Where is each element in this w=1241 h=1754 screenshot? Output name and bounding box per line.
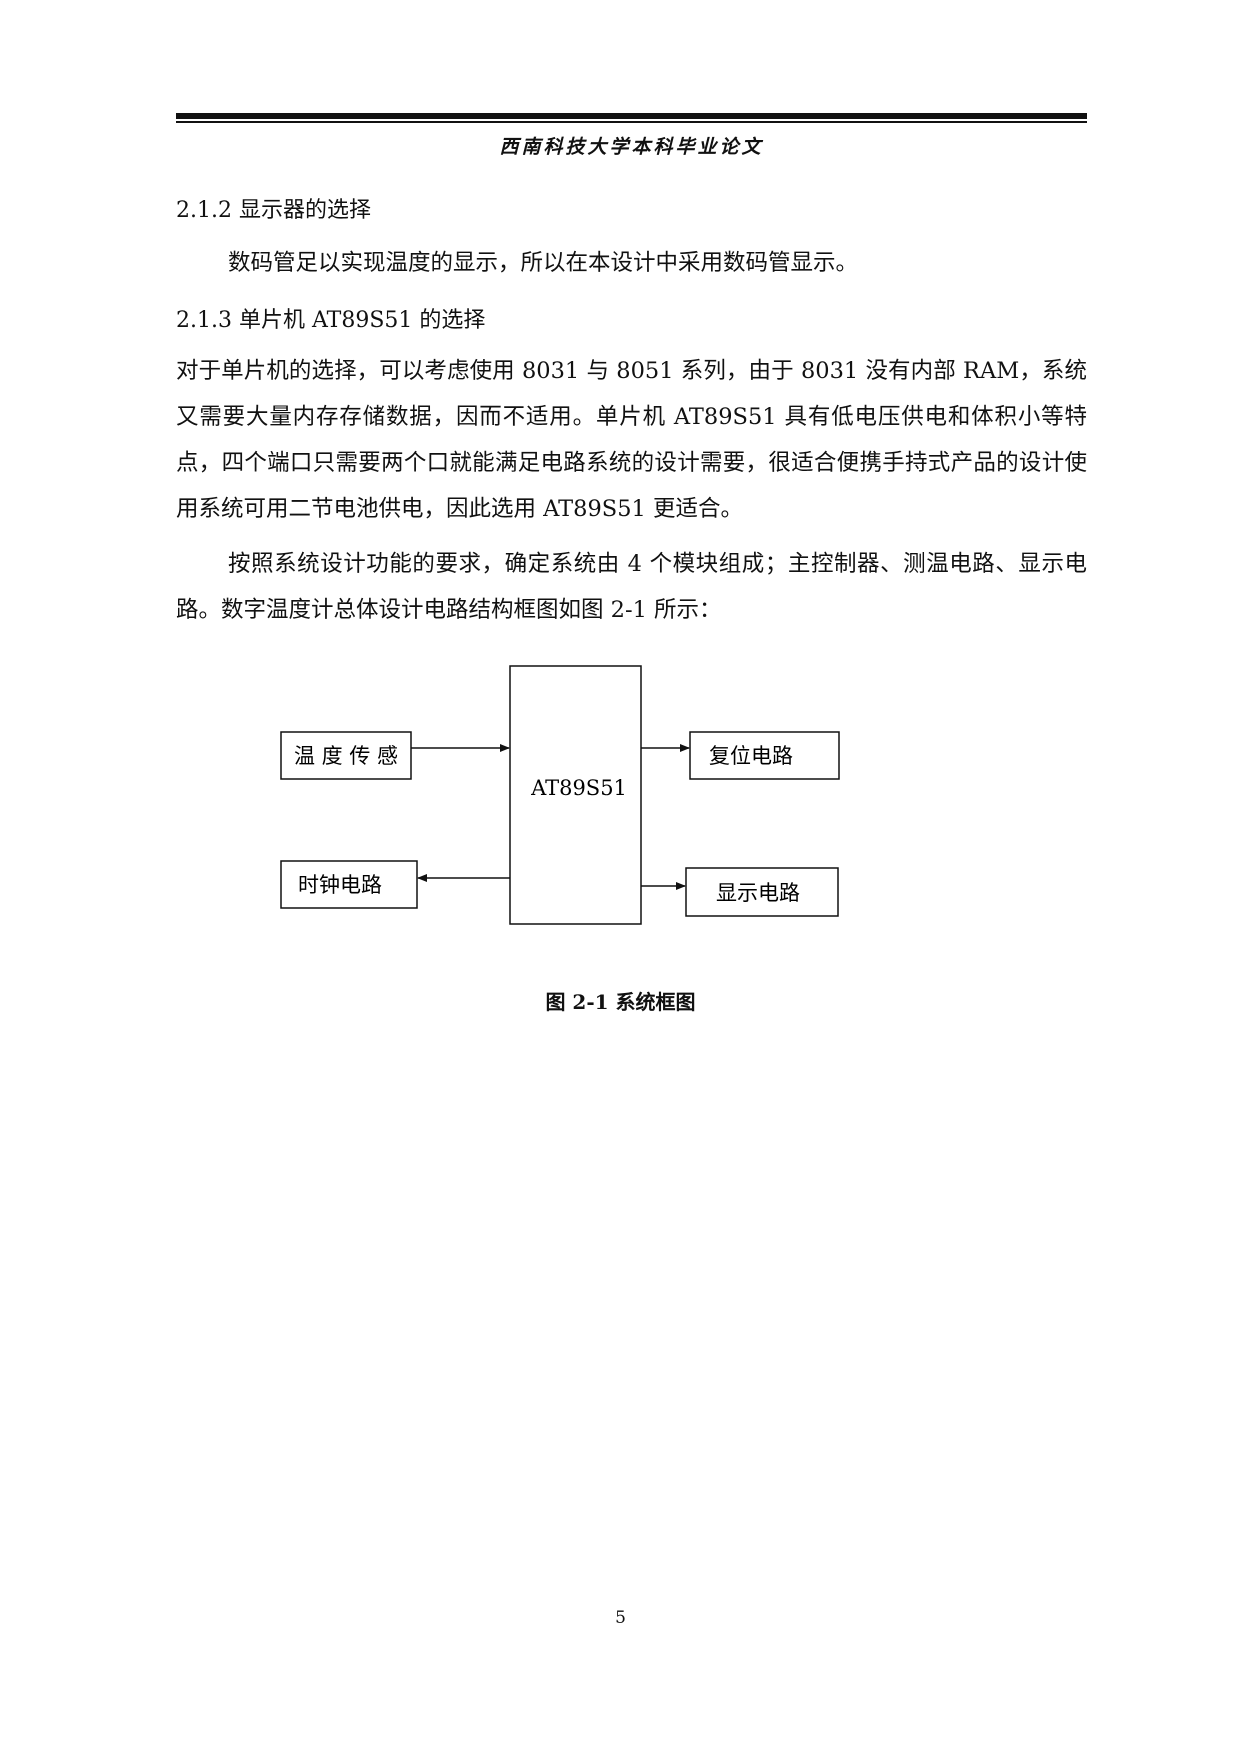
paragraph-system-design: 按照系统设计功能的要求，确定系统由 4 个模块组成；主控制器、测温电路、显示电路…: [176, 551, 1087, 623]
figure-caption: 图 2-1 系统框图: [545, 990, 696, 1014]
section-heading-2-1-3: 2.1.3 单片机 AT89S51 的选择: [176, 308, 486, 333]
temp-sensor-label: 温 度 传 感: [294, 744, 398, 768]
reset-label: 复位电路: [709, 744, 793, 768]
display-block: [685, 867, 839, 917]
display-label: 显示电路: [716, 881, 800, 905]
header-rule-thin: [176, 121, 1087, 123]
running-title: 西南科技大学本科毕业论文: [499, 136, 764, 158]
clock-label: 时钟电路: [298, 873, 382, 897]
clock-block: [280, 860, 418, 909]
mcu-label: AT89S51: [530, 776, 627, 800]
paragraph-mcu-choice: 对于单片机的选择，可以考虑使用 8031 与 8051 系列，由于 8031 没…: [176, 358, 1087, 522]
header-rule-thick: [176, 113, 1087, 119]
temp-sensor-block: [280, 731, 412, 780]
page-number: 5: [615, 1608, 626, 1628]
paragraph-display-choice: 数码管足以实现温度的显示，所以在本设计中采用数码管显示。: [228, 250, 859, 276]
mcu-block: [509, 665, 642, 925]
section-heading-2-1-2: 2.1.2 显示器的选择: [176, 198, 371, 223]
reset-block: [689, 731, 840, 780]
